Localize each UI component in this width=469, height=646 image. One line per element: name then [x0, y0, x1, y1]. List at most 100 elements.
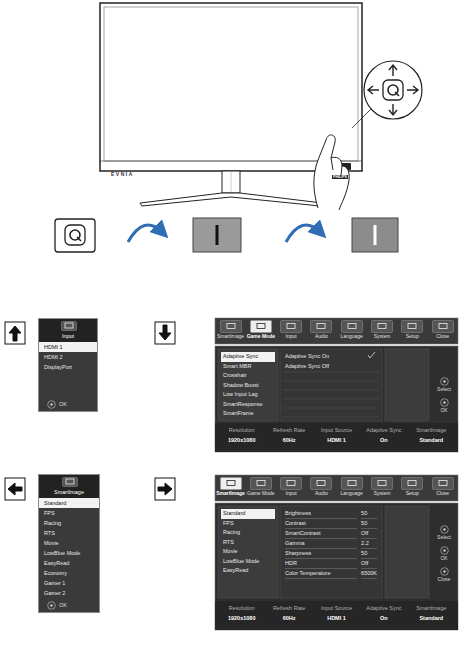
menu-text: Standard — [408, 615, 455, 622]
menu-text: Game Mode — [247, 490, 275, 497]
popup-menu: InputHDMI 1HDMI 2DisplayPortOK — [38, 318, 98, 412]
icon-glyph — [348, 481, 356, 486]
button-sequence — [128, 225, 162, 242]
menu-text: Gamma — [285, 539, 357, 549]
menu-tab: Game Mode — [246, 477, 276, 497]
icon-glyph — [65, 323, 73, 328]
menu-text: 60Hz — [265, 615, 312, 622]
menu-text: EasyRead — [221, 566, 275, 576]
menu-panel: Resolution1920x1080Refresh Rate60HzInput… — [215, 423, 458, 448]
menu-tab: Input — [276, 477, 306, 497]
icon-glyph — [408, 481, 416, 486]
osd-window — [215, 423, 458, 452]
joystick-ring — [48, 400, 56, 408]
menu-text: Close — [436, 333, 449, 340]
icon-frame — [311, 478, 332, 490]
menu-panel: StandardFPSRacingRTSMovieLowBlue ModeEas… — [219, 507, 277, 578]
menu-tab: SmartImage — [216, 320, 246, 340]
icon-glyph — [348, 324, 356, 329]
menu-tab: Game Mode — [246, 320, 276, 340]
button-sequence — [216, 225, 219, 245]
monitor-drawing — [100, 3, 362, 171]
icon-glyph — [317, 481, 325, 486]
icon-frame — [402, 478, 423, 490]
menu-text: SmartImage — [217, 333, 244, 340]
icon-frame — [372, 478, 393, 490]
button-sequence — [352, 218, 398, 252]
osd-window — [385, 506, 429, 598]
menu-text: FPS — [221, 519, 275, 529]
joystick-callout — [388, 85, 398, 95]
osd-window — [283, 372, 379, 417]
joystick-icon — [440, 377, 449, 386]
menu-icon — [341, 477, 363, 490]
monitor-drawing — [104, 7, 358, 161]
menu-text: Close — [438, 576, 451, 583]
menu-text: Color Temperature — [285, 569, 357, 579]
menu-panel: SelectOKClose — [431, 520, 457, 583]
menu-text: Economy — [39, 568, 99, 578]
joystick-callout — [352, 108, 372, 128]
menu-text: Adaptive Sync Off — [283, 362, 363, 372]
menu-text: HDMI 1 — [313, 615, 360, 622]
osd-window — [368, 352, 375, 358]
menu-text: Adaptive Sync — [221, 352, 275, 362]
joystick-dot — [50, 604, 52, 606]
button-sequence — [77, 237, 81, 241]
menu-text: Adaptive Sync — [360, 605, 407, 612]
joystick-icon — [440, 567, 449, 576]
menu-text: Input — [286, 490, 297, 497]
menu-text: Off — [361, 529, 377, 539]
popup-menu: SmartImageStandardFPSRacingRTSMovieLowBl… — [38, 474, 100, 613]
menu-text: Close — [436, 490, 449, 497]
hand-drawing — [314, 135, 349, 210]
menu-text: Resolution — [218, 605, 265, 612]
joystick-callout — [389, 104, 397, 115]
menu-text: 2.2 — [361, 539, 377, 549]
icon-frame — [62, 322, 77, 331]
icon-glyph — [227, 324, 235, 329]
icon-glyph — [378, 324, 386, 329]
menu-panel: Adaptive SyncSmart MBRCrosshairShadow Bo… — [219, 350, 277, 421]
icon-glyph — [257, 324, 265, 329]
menu-icon — [341, 320, 363, 333]
menu-panel: Adaptive Sync OnAdaptive Sync Off — [281, 350, 365, 373]
osd-window — [218, 349, 278, 421]
joystick-icon — [440, 398, 449, 407]
joystick-ring — [440, 568, 448, 576]
menu-text: 50 — [361, 509, 377, 519]
joystick-icon — [47, 400, 56, 409]
direction-keys — [155, 478, 175, 500]
icon-frame — [220, 478, 241, 490]
icon-glyph — [287, 481, 295, 486]
menu-text: HDMI 2 — [39, 352, 97, 362]
joystick-callout — [389, 65, 397, 76]
menu-icon — [401, 477, 423, 490]
hand-drawing — [314, 135, 349, 210]
menu-text: Crosshair — [221, 371, 275, 381]
menu-text: FPS — [39, 508, 99, 518]
joystick-ring — [440, 378, 448, 386]
osd-window — [215, 475, 458, 630]
joystick-callout — [383, 80, 403, 100]
direction-keys — [9, 326, 21, 341]
icon-glyph — [317, 324, 325, 329]
menu-tab: SmartImage — [216, 477, 246, 497]
osd-window — [280, 349, 382, 421]
icon-frame — [341, 321, 362, 333]
menu-text: Input — [286, 333, 297, 340]
menu-text: 50 — [361, 519, 377, 529]
menu-text: SmartImage — [408, 427, 455, 434]
brand-label: EVNIA — [110, 162, 135, 180]
menu-text: LowBlue Mode — [221, 557, 275, 567]
button-sequence — [286, 225, 320, 242]
menu-icon — [220, 477, 242, 490]
icon-frame — [250, 478, 271, 490]
icon-glyph — [378, 481, 386, 486]
direction-keys — [8, 483, 22, 495]
monitor-drawing — [231, 171, 232, 193]
joystick-dot — [443, 401, 445, 403]
joystick-callout — [352, 61, 422, 128]
osd-window — [280, 506, 382, 598]
